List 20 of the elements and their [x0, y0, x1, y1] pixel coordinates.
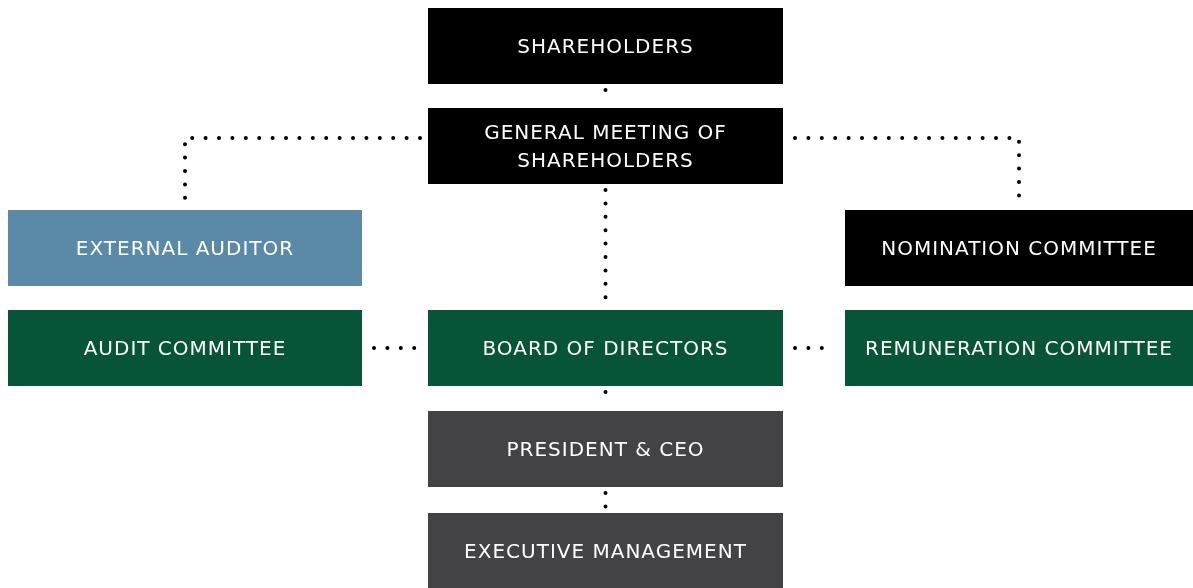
- box-label: EXECUTIVE MANAGEMENT: [464, 537, 747, 565]
- box-label: AUDIT COMMITTEE: [83, 335, 287, 362]
- org-box: [845, 210, 1193, 286]
- org-box: [8, 310, 362, 386]
- dotted-connector: [372, 346, 418, 350]
- box-label: BOARD OF DIRECTORS: [482, 335, 729, 362]
- org-box: [428, 108, 783, 184]
- org-box: [428, 513, 783, 588]
- org-box: [8, 210, 362, 286]
- org-box: [428, 411, 783, 487]
- box-label: SHAREHOLDERS: [517, 33, 694, 60]
- org-box: [845, 310, 1193, 386]
- org-box: [428, 8, 783, 84]
- dotted-connector: [603, 491, 608, 509]
- box-label: NOMINATION COMMITTEE: [881, 235, 1157, 262]
- box-label: REMUNERATION COMMITTEE: [865, 335, 1173, 362]
- org-box: [428, 310, 783, 386]
- box-label: EXTERNAL AUDITOR: [75, 235, 295, 262]
- box-label: PRESIDENT & CEO: [506, 436, 705, 463]
- box-label: GENERAL MEETING OF SHAREHOLDERS: [483, 119, 728, 174]
